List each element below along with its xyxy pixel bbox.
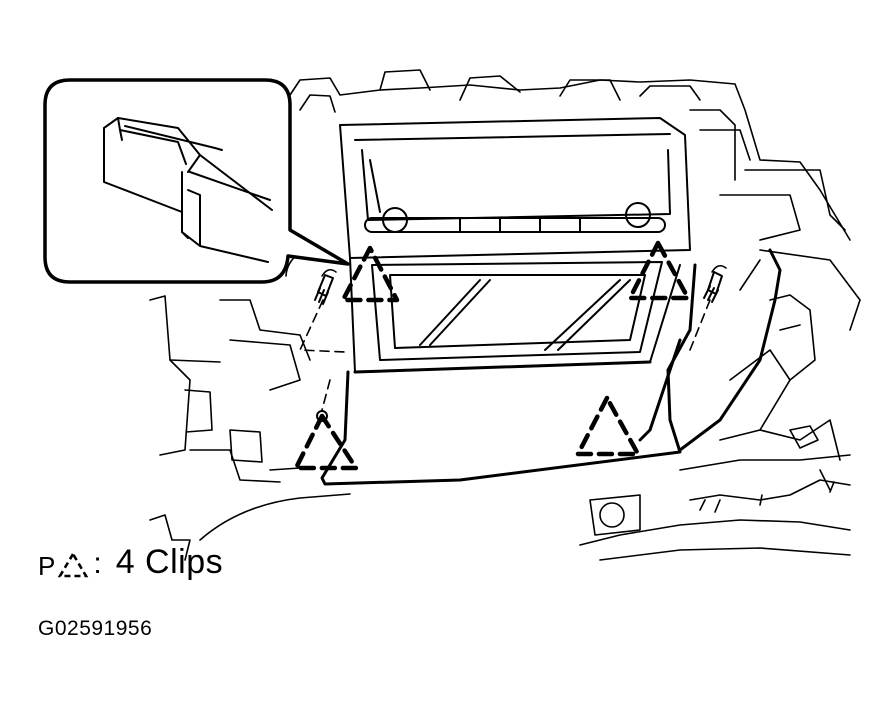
lower-panel-bracket <box>320 248 782 486</box>
clip-detail-drawing <box>103 117 273 263</box>
legend-separator: : <box>93 547 102 580</box>
clip-marker-lower-right <box>575 395 641 457</box>
left-screw <box>314 268 337 305</box>
clip-markers <box>293 240 691 471</box>
clips-legend: P : 4 Clips <box>38 545 223 579</box>
clip-detail-inset <box>43 78 350 284</box>
clip-marker-upper-right <box>627 240 691 301</box>
clip-marker-upper-left <box>340 245 400 303</box>
legend-text: 4 Clips <box>115 543 224 581</box>
dashboard-background-linework <box>149 69 861 561</box>
figure-id: G02591956 <box>38 617 153 640</box>
audio-panel-assembly <box>339 117 691 373</box>
dashed-triangle-icon <box>58 551 89 578</box>
screw-leader-lines <box>299 299 711 411</box>
legend-prefix: P <box>38 551 56 581</box>
clip-marker-lower-left <box>293 413 359 471</box>
right-screw <box>703 264 727 303</box>
